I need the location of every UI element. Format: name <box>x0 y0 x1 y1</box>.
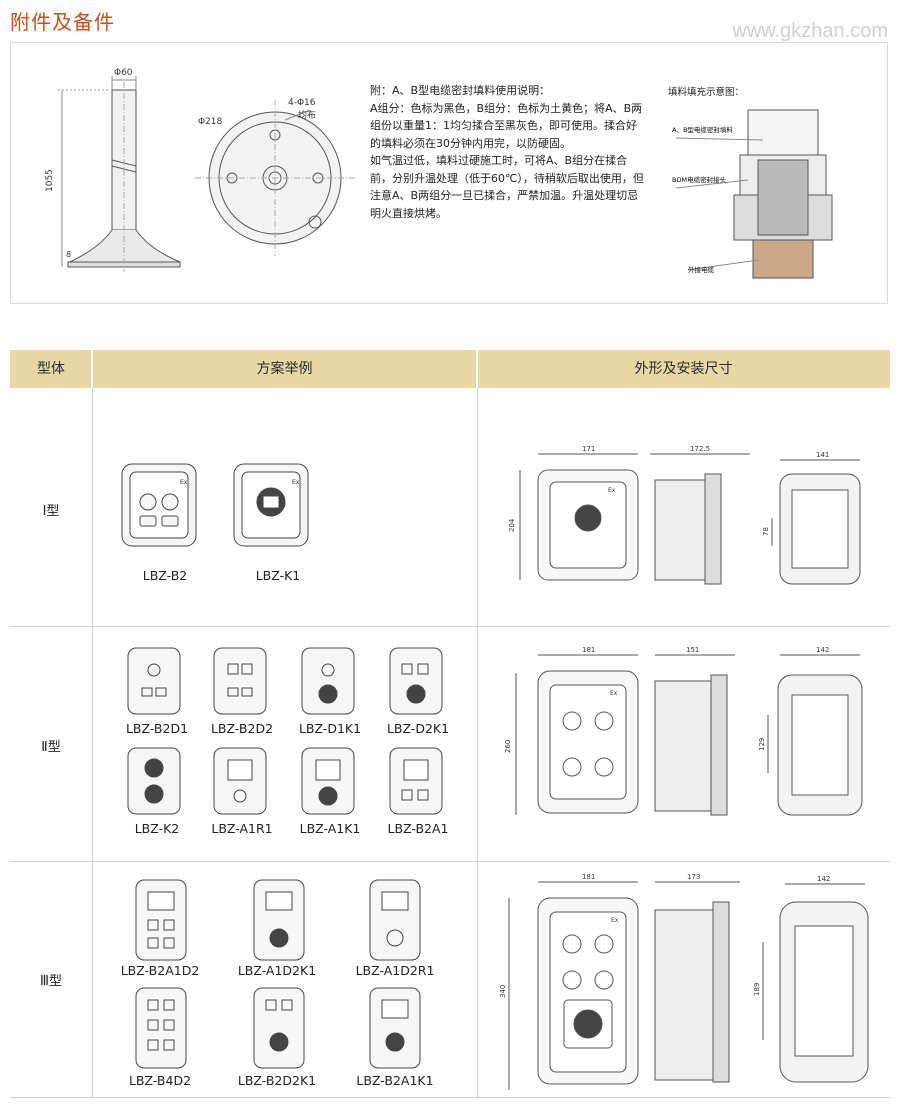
note-line: 附：A、B型电缆密封填料使用说明： <box>370 84 551 97</box>
ex-mark: Ex <box>292 479 300 486</box>
flange-drawing: Φ218 4-Φ16 均布 <box>195 98 355 256</box>
pole-base-label: 8 <box>66 250 71 259</box>
ex-mark: Ex <box>180 479 188 486</box>
pole-drawing: Φ60 1055 8 <box>45 68 181 272</box>
row-type-3: Ⅲ型 <box>40 974 62 989</box>
section-title: 附件及备件 <box>10 10 115 34</box>
watermark: www.gkzhan.com <box>732 20 888 42</box>
ex-mark: Ex <box>608 487 616 494</box>
model-label: LBZ-A1K1 <box>299 821 361 836</box>
model-label: LBZ-D1K1 <box>298 721 362 736</box>
dim-w: 181 <box>582 646 595 654</box>
fill-diagram-title: 填料填充示意图： <box>668 87 745 98</box>
dim-h: 260 <box>504 740 512 753</box>
row-divider <box>10 626 890 627</box>
model-label: LBZ-B2D2K1 <box>237 1073 317 1088</box>
ex-mark: Ex <box>611 917 619 924</box>
header-examples: 方案举例 <box>92 350 477 388</box>
dim-mh: 129 <box>758 738 766 751</box>
dim-mh: 189 <box>753 983 761 996</box>
pole-height-label: 1055 <box>45 169 55 192</box>
model-label: LBZ-A1D2K1 <box>237 963 317 978</box>
header-dimensions: 外形及安装尺寸 <box>477 350 890 388</box>
dim-w: 181 <box>582 873 595 881</box>
row3-dimension-drawing: 181 173 142 340 189 Ex <box>499 873 869 1090</box>
dim-m: 142 <box>816 646 829 654</box>
fill-diagram: A、B型电缆密封填料 BDM电缆密封接头 外接电缆 <box>672 109 833 279</box>
ex-mark: Ex <box>610 690 618 697</box>
model-label: LBZ-B2A1K1 <box>356 1073 434 1088</box>
model-label: LBZ-A1R1 <box>211 821 273 836</box>
dim-w: 171 <box>582 445 595 453</box>
spec-table: 型体 方案举例 外形及安装尺寸 Ⅰ型 Ⅱ型 Ⅲ型 <box>10 350 890 1098</box>
row-divider <box>10 1097 890 1098</box>
header-type: 型体 <box>10 350 92 388</box>
model-label: LBZ-B2D1 <box>125 721 189 736</box>
dim-h: 204 <box>508 518 516 532</box>
model-label: LBZ-A1D2R1 <box>355 963 435 978</box>
dim-d: 172.5 <box>690 445 710 453</box>
pole-dia-label: Φ60 <box>114 68 133 78</box>
dim-d: 151 <box>686 646 699 654</box>
row1-dimension-drawing: 171 172.5 141 204 78 Ex <box>508 445 861 585</box>
model-label: LBZ-K1 <box>255 568 301 583</box>
row3-model-images <box>135 879 421 1069</box>
model-label: LBZ-D2K1 <box>386 721 450 736</box>
dim-mh: 78 <box>762 527 770 536</box>
dim-d: 173 <box>687 873 700 881</box>
model-label: LBZ-B2D2 <box>210 721 274 736</box>
row2-model-images <box>127 647 443 815</box>
note-line: 如气温过低，填料过硬施工时，可将A、B组分在揉合前，分别升温处理（低于60℃），… <box>370 154 644 220</box>
fill-label-cable: 外接电缆 <box>688 265 715 274</box>
model-label: LBZ-B2A1D2 <box>120 963 200 978</box>
dim-m: 142 <box>817 875 830 883</box>
dim-m: 141 <box>816 451 829 459</box>
model-label: LBZ-B2A1 <box>387 821 449 836</box>
row-type-2: Ⅱ型 <box>41 740 61 755</box>
model-label: LBZ-K2 <box>134 821 180 836</box>
model-label: LBZ-B4D2 <box>128 1073 192 1088</box>
fill-label-sealant: A、B型电缆密封填料 <box>672 125 733 134</box>
fill-label-joint: BDM电缆密封接头 <box>672 175 727 184</box>
flange-even-label: 均布 <box>298 109 316 121</box>
row-type-1: Ⅰ型 <box>42 504 60 519</box>
model-label: LBZ-B2 <box>142 568 188 583</box>
note-line: A组分：色标为黑色，B组分：色标为土黄色；将A、B两组份以重量1：1均匀揉合至黑… <box>370 101 643 150</box>
sealant-notes: 附：A、B型电缆密封填料使用说明： A组分：色标为黑色，B组分：色标为土黄色；将… <box>370 82 645 222</box>
dim-h: 340 <box>499 985 507 998</box>
row-divider <box>10 861 890 862</box>
flange-holes-label: 4-Φ16 <box>288 98 316 108</box>
row2-dimension-drawing: 181 151 142 260 129 Ex <box>504 646 863 816</box>
accessories-panel <box>10 42 888 304</box>
flange-dia-label: Φ218 <box>198 117 223 127</box>
row1-model-images: Ex Ex <box>121 463 309 547</box>
